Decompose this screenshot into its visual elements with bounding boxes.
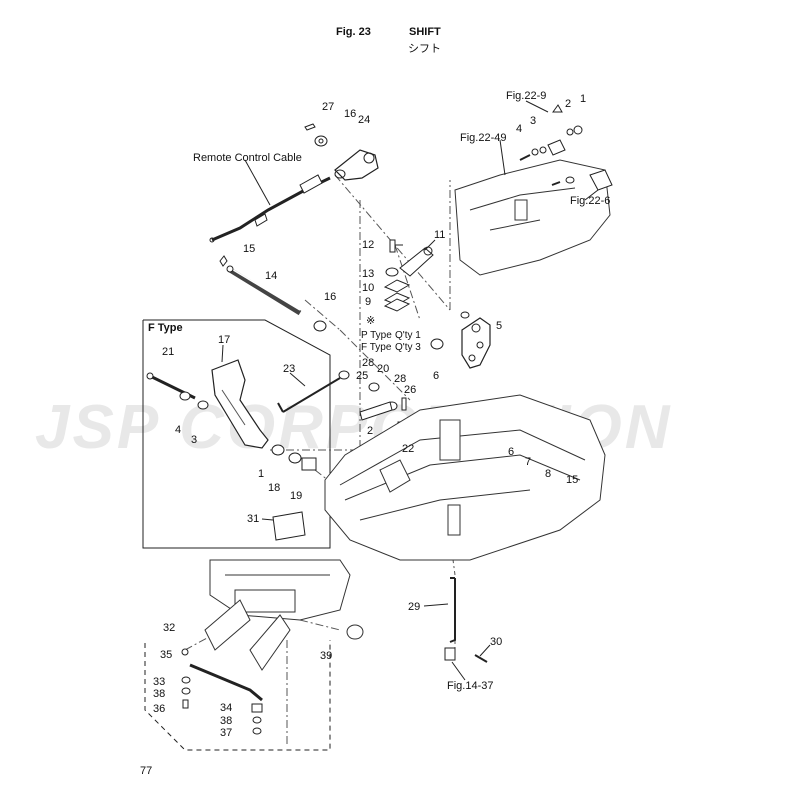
callout-5: 5	[496, 320, 503, 332]
callout-37: 37	[220, 727, 233, 739]
callout-2-mid: 2	[367, 425, 374, 437]
callout-21: 21	[162, 346, 175, 358]
callout-11: 11	[434, 229, 446, 241]
washer-16-top	[314, 135, 328, 147]
callout-23: 23	[283, 363, 296, 375]
remote-control-cable-label: Remote Control Cable	[193, 152, 302, 164]
fig-22-9-parts	[519, 104, 613, 191]
callout-26: 26	[404, 384, 417, 396]
callout-15: 15	[243, 243, 256, 255]
callout-15-right: 15	[566, 474, 579, 486]
callout-20: 20	[377, 363, 390, 375]
callout-6: 6	[433, 370, 440, 382]
page-number: 77	[140, 765, 153, 777]
washer-16-mid	[313, 320, 327, 332]
callout-9: 9	[365, 296, 372, 308]
pin-15-top	[219, 255, 228, 267]
ref-fig-14-37: Fig.14-37	[447, 680, 494, 692]
callout-28b: 28	[394, 373, 407, 385]
callout-34: 34	[220, 702, 233, 714]
callout-19: 19	[290, 490, 303, 502]
remote-control-cable-art	[209, 174, 331, 243]
shift-rod-14	[226, 265, 302, 316]
p-qty-label: Q'ty 1	[395, 330, 421, 341]
callout-33: 33	[153, 676, 166, 688]
ftype-frame	[142, 319, 331, 549]
ref-fig-22-9: Fig.22-9	[506, 90, 547, 102]
pin-26	[401, 397, 407, 411]
callout-3-ftype: 3	[191, 434, 198, 446]
washer-4-ftype	[179, 391, 191, 401]
callout-32: 32	[163, 622, 176, 634]
ref-fig-22-6: Fig.22-6	[570, 195, 611, 207]
callout-1-ftype: 1	[258, 468, 265, 480]
ftype-heading: F Type	[148, 322, 183, 334]
callout-22: 22	[402, 443, 415, 455]
rod-23	[282, 377, 341, 413]
callout-18: 18	[268, 482, 281, 494]
callout-16: 16	[344, 108, 357, 120]
shift-arm-24	[334, 149, 379, 181]
washer-1	[271, 444, 285, 456]
clip-27	[304, 123, 316, 131]
callout-36: 36	[153, 703, 166, 715]
callout-29: 29	[408, 601, 421, 613]
callout-6-right: 6	[508, 446, 515, 458]
callout-38: 38	[153, 688, 166, 700]
lever-35	[189, 663, 263, 702]
shift-lever-17	[211, 359, 269, 449]
callout-28: 28	[362, 357, 375, 369]
knob-39	[346, 624, 364, 640]
callout-3: 3	[530, 115, 537, 127]
callout-8: 8	[545, 468, 552, 480]
bracket-5	[460, 311, 491, 369]
callout-leaders	[221, 100, 599, 681]
lower-dashed-frame	[144, 640, 331, 751]
callout-30: 30	[490, 636, 503, 648]
callout-7: 7	[525, 456, 532, 468]
lever-stack	[383, 239, 434, 312]
washer-3-ftype	[197, 400, 209, 410]
pin-30	[474, 654, 488, 663]
callout-4-ftype: 4	[175, 424, 182, 436]
rod-29	[449, 578, 456, 643]
decal-31	[272, 511, 306, 541]
callout-2: 2	[565, 98, 572, 110]
callout-27: 27	[322, 101, 335, 113]
fitting-fig14-37	[444, 647, 456, 661]
callout-35: 35	[160, 649, 173, 661]
washer-25	[368, 382, 380, 392]
callout-38b: 38	[220, 715, 233, 727]
bushing-19	[301, 457, 317, 471]
lower-mechanism-art	[204, 559, 364, 671]
figure-title-japanese: シフト	[408, 43, 441, 55]
callout-39: 39	[320, 650, 333, 662]
callout-24: 24	[358, 114, 371, 126]
ref-fig-22-49: Fig.22-49	[460, 132, 507, 144]
link-20	[359, 401, 393, 421]
f-type-label: F Type	[361, 342, 392, 353]
callout-10: 10	[362, 282, 375, 294]
upper-housing-art	[454, 159, 611, 276]
callout-16b: 16	[324, 291, 337, 303]
note-mark: ※	[366, 315, 376, 327]
callout-31: 31	[247, 513, 260, 525]
callout-13: 13	[362, 268, 375, 280]
callout-1: 1	[580, 93, 587, 105]
callout-14: 14	[265, 270, 278, 282]
figure-number: Fig. 23	[336, 26, 371, 38]
figure-title: SHIFT	[409, 26, 441, 38]
callout-12: 12	[362, 239, 375, 251]
washer-18	[288, 452, 302, 464]
callout-25: 25	[356, 370, 369, 382]
f-qty-label: Q'ty 3	[395, 342, 421, 353]
bushing-6-top	[430, 338, 444, 350]
p-type-label: P Type	[361, 330, 392, 341]
bottom-cowling-art	[324, 394, 606, 561]
callout-17: 17	[218, 334, 231, 346]
callout-4: 4	[516, 123, 523, 135]
